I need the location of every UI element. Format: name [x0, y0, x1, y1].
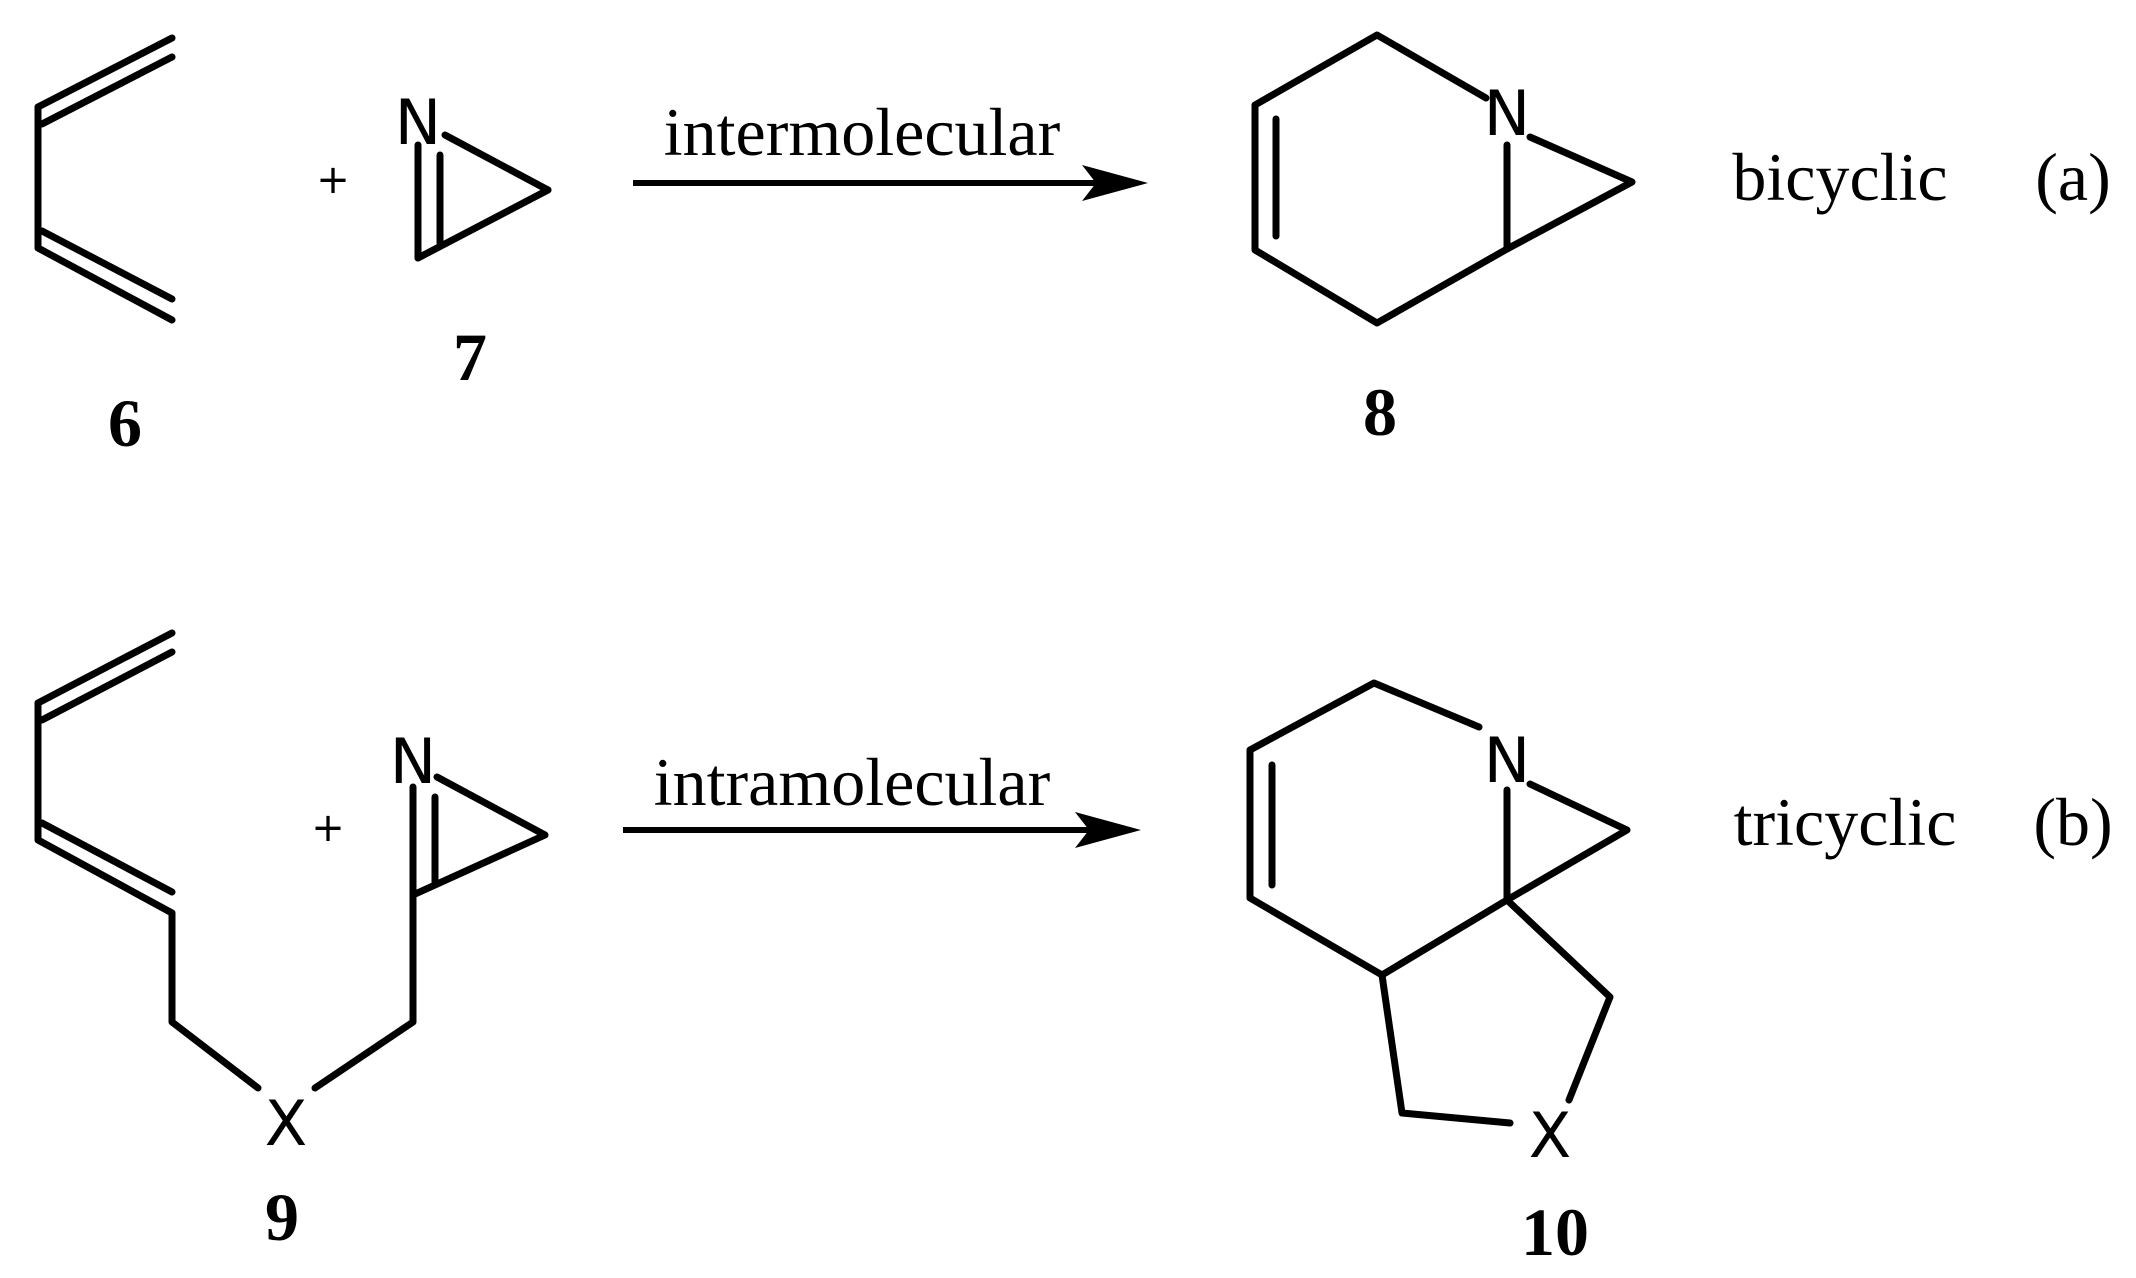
tether-atom-x: X — [265, 1087, 307, 1160]
bicyclic-8-nitrogen: N — [1484, 77, 1530, 150]
scheme-a: 6 + N 7 intermolecular N 8 bicyclic (a) — [34, 31, 2111, 461]
scheme-tag-a: (a) — [2035, 139, 2110, 215]
reaction-arrow-a — [633, 165, 1148, 201]
tricyclic-10-x-atom: X — [1529, 1099, 1571, 1172]
tricyclic-10-structure — [1246, 679, 1631, 1127]
azirine-7-structure — [414, 131, 552, 262]
product-type-bicyclic: bicyclic — [1732, 139, 1947, 215]
compound-label-10: 10 — [1521, 1194, 1589, 1270]
plus-sign-a: + — [316, 157, 350, 203]
compound-label-6: 6 — [108, 385, 142, 461]
bicyclic-8-structure — [1251, 31, 1636, 327]
azirine-7-nitrogen: N — [395, 86, 441, 159]
scheme-b: X N 9 + intramolecular N X 10 tricyclic … — [34, 629, 2113, 1270]
tethered-9-nitrogen: N — [390, 725, 436, 798]
product-type-tricyclic: tricyclic — [1734, 784, 1957, 860]
tricyclic-10-nitrogen: N — [1484, 724, 1530, 797]
reaction-arrow-b — [623, 812, 1141, 848]
compound-label-7: 7 — [453, 319, 487, 395]
compound-label-9: 9 — [265, 1179, 299, 1255]
compound-label-8: 8 — [1363, 374, 1397, 450]
diene-6-structure — [34, 34, 176, 324]
scheme-tag-b: (b) — [2033, 784, 2112, 860]
tethered-9-structure — [34, 629, 549, 1092]
plus-sign-b: + — [311, 805, 345, 851]
arrow-label-intermolecular: intermolecular — [664, 94, 1061, 170]
arrow-label-intramolecular: intramolecular — [654, 744, 1051, 820]
